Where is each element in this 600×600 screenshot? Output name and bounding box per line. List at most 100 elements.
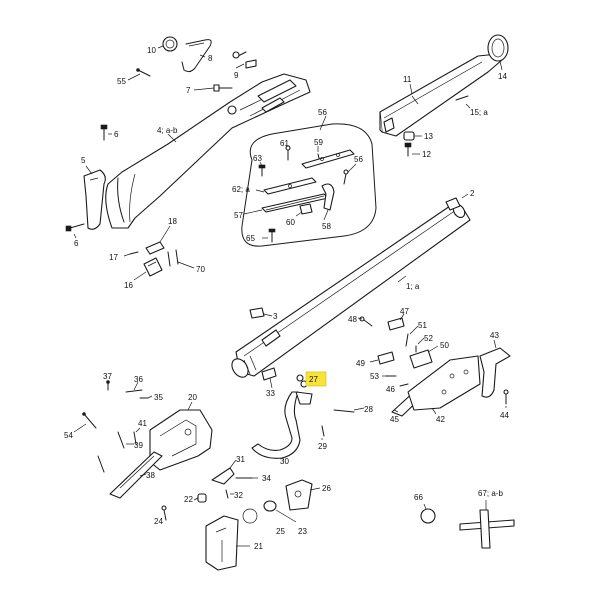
subassembly-56-outline <box>241 115 377 247</box>
callout-60: 60 <box>286 218 295 227</box>
part-47-block <box>387 313 405 331</box>
part-7-screw <box>193 84 233 92</box>
callout-8: 8 <box>208 54 213 63</box>
callout-36: 36 <box>134 375 143 384</box>
callout-37: 37 <box>103 372 112 381</box>
part-43-hammer <box>479 339 511 398</box>
callout-22: 22 <box>184 495 193 504</box>
part-56-upper-bar <box>301 149 355 169</box>
part-38-tang <box>109 451 163 499</box>
part-5-buttplate <box>83 165 106 230</box>
part-65-screw <box>262 228 276 243</box>
part-17-pin <box>123 251 139 257</box>
callout-20: 20 <box>188 393 197 402</box>
callout-70: 70 <box>196 265 205 274</box>
part-6-screw-upper <box>100 124 112 141</box>
callout-41: 41 <box>138 419 147 428</box>
part-42-sideplate <box>407 355 481 415</box>
part-3-screw <box>249 307 273 319</box>
part-14-band <box>487 34 509 71</box>
callout-46: 46 <box>386 385 395 394</box>
part-2-cap <box>445 193 469 211</box>
callout-3: 3 <box>273 312 278 321</box>
callout-59: 59 <box>314 138 323 147</box>
part-54-long-pin <box>73 412 97 433</box>
callout-52: 52 <box>424 334 433 343</box>
part-58-spring <box>321 183 335 221</box>
callout-58: 58 <box>322 222 331 231</box>
part-15-pin <box>455 95 471 109</box>
part-24-screw <box>161 505 167 521</box>
part-20-frame <box>149 401 213 471</box>
part-19-pin <box>97 455 105 473</box>
callout-2: 2 <box>470 189 475 198</box>
callout-15-a: 15; a <box>470 108 488 117</box>
callout-10: 10 <box>147 46 156 55</box>
part-12-screw <box>404 142 420 157</box>
callout-29: 29 <box>318 442 327 451</box>
callout-66: 66 <box>414 493 423 502</box>
part-62-sight-bar <box>255 177 317 195</box>
part-10-ring <box>157 36 178 52</box>
part-39-pin <box>117 431 134 449</box>
part-6-screw-lower <box>65 223 85 239</box>
part-56-screw-right <box>343 163 357 185</box>
callout-5: 5 <box>81 156 86 165</box>
part-48-screw <box>357 316 373 327</box>
part-21-block <box>205 515 250 571</box>
callout-63: 63 <box>253 154 262 163</box>
part-36-pin <box>125 381 143 393</box>
part-67-tool <box>459 500 515 549</box>
part-4-buttstock <box>105 73 311 229</box>
callout-47: 47 <box>400 307 409 316</box>
callout-21: 21 <box>254 542 263 551</box>
callout-13: 13 <box>424 132 433 141</box>
callout-67-a-b: 67; a-b <box>478 489 503 498</box>
callout-45: 45 <box>390 415 399 424</box>
part-18-bracket <box>145 225 171 255</box>
callout-38: 38 <box>146 471 155 480</box>
part-57-long-bar <box>243 193 329 215</box>
part-11-forend <box>379 53 503 137</box>
part-41-pin <box>133 427 141 445</box>
callout-35: 35 <box>154 393 163 402</box>
callout-65: 65 <box>246 234 255 243</box>
callout-23: 23 <box>298 527 307 536</box>
callout-12: 12 <box>422 150 431 159</box>
callout-43: 43 <box>490 331 499 340</box>
part-35-screw <box>139 395 153 399</box>
part-61-screw <box>285 145 291 161</box>
callout-17: 17 <box>109 253 118 262</box>
callout-7: 7 <box>186 86 191 95</box>
part-52-screw <box>415 337 425 353</box>
part-50-link <box>409 345 439 369</box>
part-46-pin <box>399 383 409 387</box>
part-13-nut <box>403 131 422 141</box>
part-66-ring <box>420 503 436 524</box>
callout-53: 53 <box>370 372 379 381</box>
callout-42: 42 <box>436 415 445 424</box>
part-33-screw <box>261 367 277 389</box>
callout-62-a: 62; a <box>232 185 250 194</box>
part-60-clip <box>295 203 313 217</box>
part-49-block <box>369 351 395 365</box>
callout-39: 39 <box>134 441 143 450</box>
part-51-pin <box>405 325 419 347</box>
part-44-screw <box>503 389 509 408</box>
callout-50: 50 <box>440 341 449 350</box>
callout-1-a: 1; a <box>406 282 420 291</box>
callout-56-screw: 56 <box>354 155 363 164</box>
callout-32: 32 <box>234 491 243 500</box>
callout-4-a-b: 4; a-b <box>157 126 178 135</box>
callout-30: 30 <box>280 457 289 466</box>
callout-26: 26 <box>322 484 331 493</box>
callout-44: 44 <box>500 411 509 420</box>
callout-54: 54 <box>64 431 73 440</box>
part-26-plate <box>285 479 321 511</box>
callout-28: 28 <box>364 405 373 414</box>
callout-33: 33 <box>266 389 275 398</box>
callout-55: 55 <box>117 77 126 86</box>
part-28-pin <box>333 407 365 413</box>
part-8-swivel-loop <box>181 39 212 73</box>
